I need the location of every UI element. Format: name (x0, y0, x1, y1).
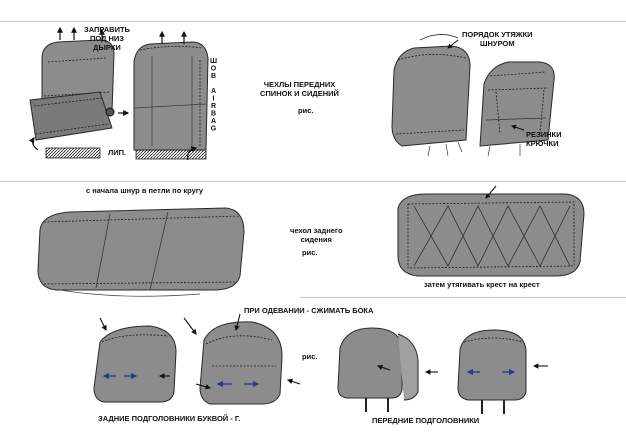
label-front-headrests: ПЕРЕДНИЕ ПОДГОЛОВНИКИ (372, 416, 480, 425)
seat-cushion-cord-drawing (479, 61, 555, 157)
arrow-curve-bottom (187, 146, 198, 161)
rear-seat-back-drawing (397, 193, 585, 277)
rear-headrest-left-drawing (93, 325, 177, 403)
label-squeeze: ПРИ ОДЕВАНИИ - СЖИМАТЬ БОКА (244, 306, 374, 315)
rear-headrest-right-drawing (199, 321, 283, 405)
arrow-headrest-1 (99, 317, 107, 331)
label-airbag-seam: ШОВ AIRBAG (210, 58, 217, 133)
front-headrest-left-drawing (337, 327, 419, 412)
label-cross: затем утягивать крест на крест (424, 280, 540, 289)
seat-back-cord-drawing (391, 34, 471, 157)
front-seat-right-drawing (133, 41, 209, 160)
arrow-order (447, 39, 459, 49)
section-divider-2 (300, 297, 626, 298)
arrow-squeeze-3 (195, 383, 212, 390)
section-divider-1 (0, 181, 626, 182)
fig-label-3: рис. (302, 352, 318, 361)
arrow-hooks (511, 124, 525, 131)
label-rear-headrests: ЗАДНИЕ ПОДГОЛОВНИКИ БУКВОЙ - Г. (98, 414, 241, 423)
arrow-squeeze-1 (234, 313, 241, 332)
rear-seat-cushion-drawing (37, 207, 245, 297)
arrow-squeeze-4 (286, 378, 301, 385)
front-headrest-right-drawing (457, 329, 527, 414)
arrow-cross (485, 185, 497, 199)
fig-label-1: рис. (298, 106, 314, 115)
front-seat-left-drawing (29, 39, 115, 159)
arrow-curve-left (28, 137, 39, 151)
fig-label-2: рис. (302, 248, 318, 257)
top-divider (0, 21, 626, 22)
label-velcro: ЛИП. (108, 148, 127, 157)
arrow-squeeze-2 (183, 317, 197, 335)
arrow-front-1 (376, 364, 391, 371)
label-start-cord: с начала шнур в петли по кругу (86, 186, 204, 195)
